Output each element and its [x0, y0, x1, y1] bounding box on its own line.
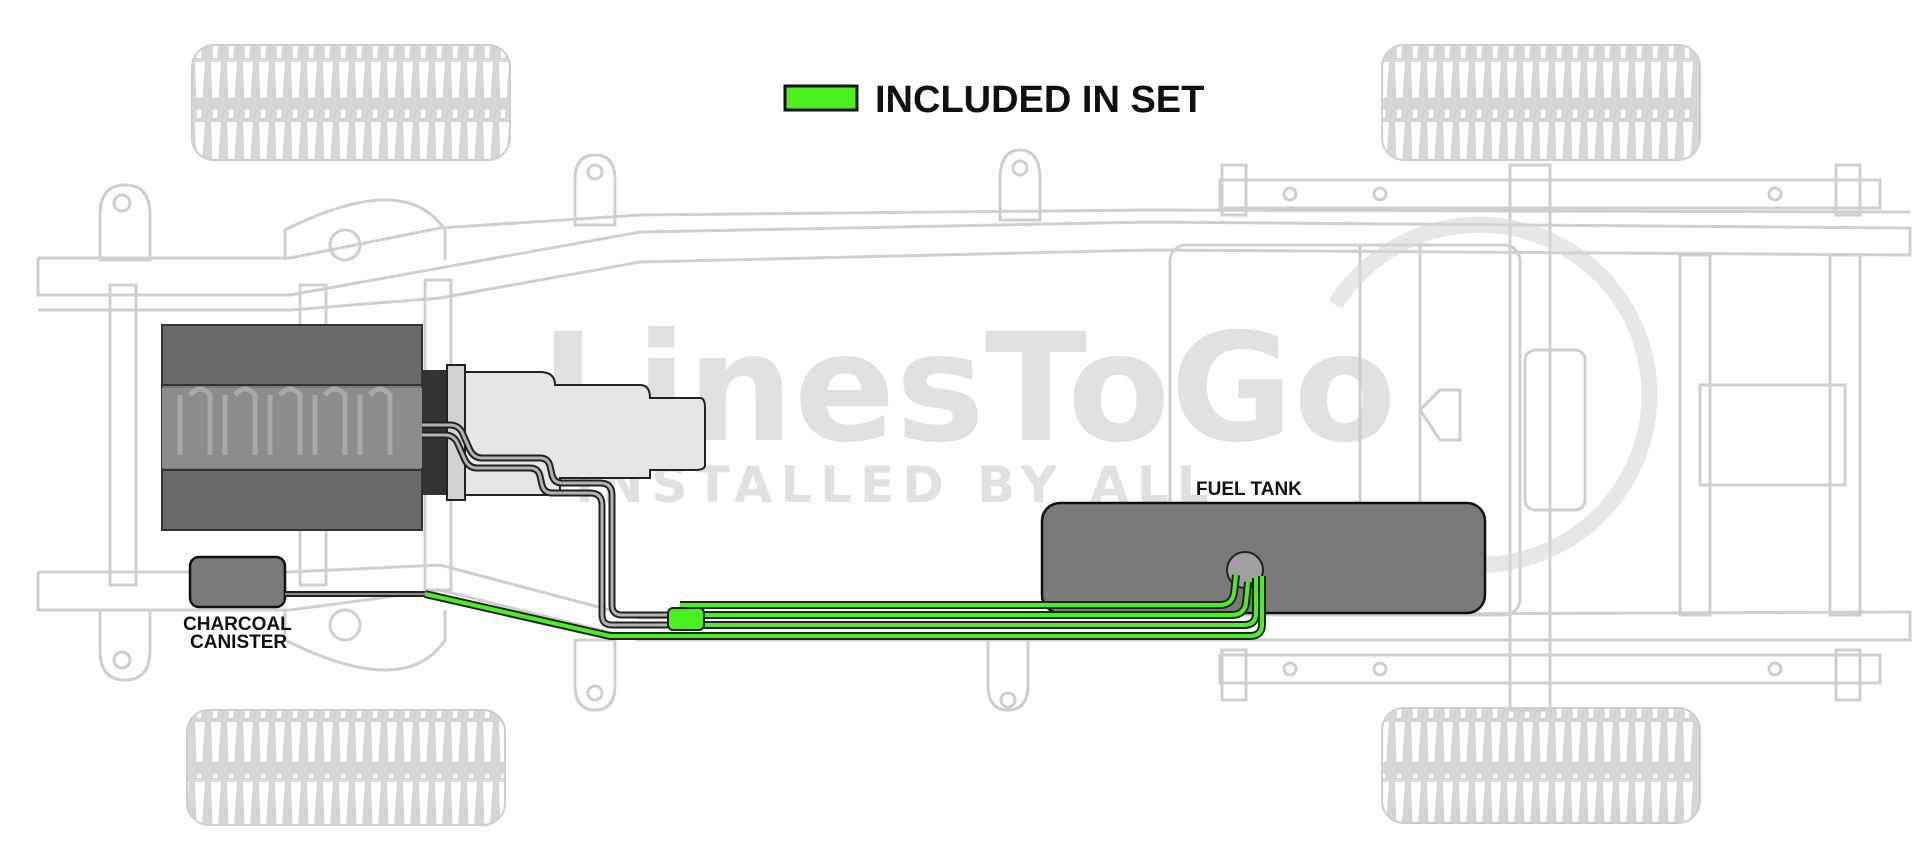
fuel-tank-label: FUEL TANK: [1196, 479, 1302, 500]
charcoal-canister-label-line1: CHARCOAL: [183, 614, 292, 635]
tire-rear-left: [1381, 44, 1701, 161]
charcoal-canister: CHARCOAL CANISTER: [183, 555, 292, 653]
legend-swatch: [783, 84, 859, 112]
chassis-frame: [36, 148, 1912, 712]
legend-label: INCLUDED IN SET: [875, 79, 1204, 121]
included-fuel-lines: [424, 574, 1266, 640]
tire-front-right: [186, 709, 506, 826]
fuel-filter: [667, 607, 705, 631]
tire-front-left: [191, 44, 511, 161]
existing-engine-lines: [285, 421, 680, 629]
tire-rear-right: [1381, 707, 1701, 824]
legend: INCLUDED IN SET: [783, 79, 1204, 121]
engine: [161, 324, 447, 531]
charcoal-canister-label-line2: CANISTER: [190, 632, 287, 653]
